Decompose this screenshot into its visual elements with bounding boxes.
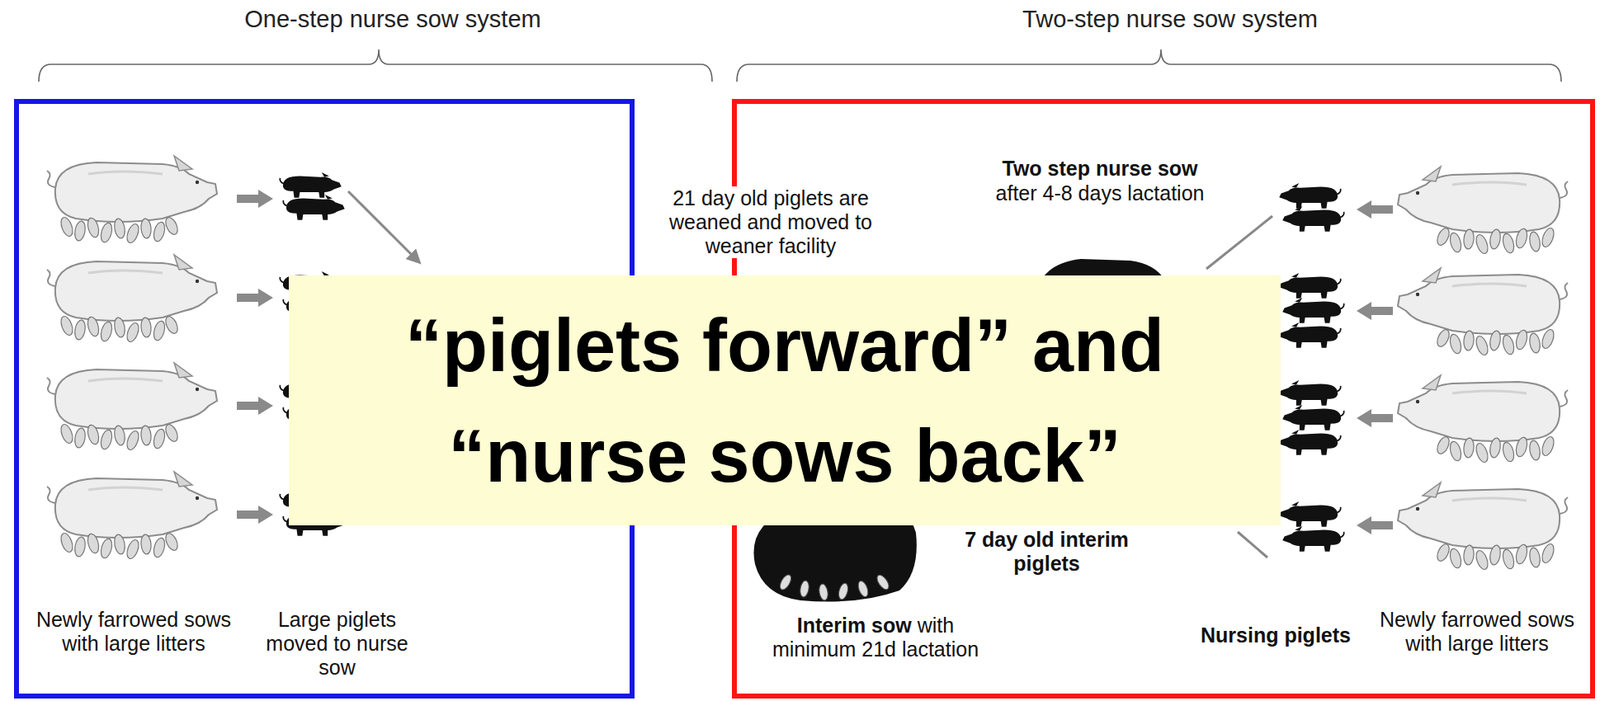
banner-text: “piglets forward” and “nurse sows back” bbox=[404, 290, 1166, 512]
interim-litter bbox=[778, 573, 892, 602]
sow-with-litter bbox=[47, 155, 218, 245]
gray-arrow bbox=[236, 288, 274, 307]
gray-arrow bbox=[236, 189, 274, 208]
piglet bbox=[1279, 273, 1341, 299]
caption-text: Interim sow bbox=[797, 613, 912, 638]
gray-arrow bbox=[236, 505, 274, 524]
gray-arrow bbox=[236, 396, 274, 416]
piglet bbox=[1279, 183, 1341, 209]
piglet bbox=[283, 194, 345, 221]
sow-with-litter bbox=[1397, 482, 1568, 572]
sow-with-litter bbox=[47, 254, 218, 344]
piglet bbox=[1282, 405, 1344, 431]
piglet bbox=[1282, 206, 1344, 232]
piglet bbox=[1279, 429, 1341, 456]
caption-text: Newly farrowed sows with large litters bbox=[1368, 608, 1586, 657]
bracket bbox=[736, 49, 1562, 82]
caption-text: Nursing piglets bbox=[1200, 623, 1351, 648]
piglet bbox=[1279, 322, 1341, 349]
banner-box: “piglets forward” and “nurse sows back” bbox=[288, 275, 1281, 526]
sow-with-litter bbox=[1397, 166, 1568, 255]
gray-arrow bbox=[1356, 302, 1393, 321]
caption-text: Large piglets moved to nurse sow bbox=[256, 608, 418, 680]
system-heading: One-step nurse sow system bbox=[244, 4, 541, 34]
piglet bbox=[1279, 501, 1341, 528]
caption-text: Two step nurse sow bbox=[1001, 156, 1198, 181]
system-heading: Two-step nurse sow system bbox=[1022, 4, 1318, 34]
caption-text: 21 day old piglets are weaned and moved … bbox=[666, 186, 875, 259]
piglet bbox=[1282, 526, 1344, 553]
caption-text: after 4-8 days lactation bbox=[995, 181, 1205, 206]
piglet bbox=[1282, 297, 1344, 324]
caption-group: Interim sowwith minimum 21d lactation bbox=[767, 613, 984, 662]
sow-with-litter bbox=[1397, 268, 1568, 357]
move-arrow bbox=[348, 191, 420, 263]
sow-with-litter bbox=[47, 471, 218, 561]
caption-text: Newly farrowed sows with large litters bbox=[25, 608, 242, 657]
gray-arrow bbox=[1356, 409, 1393, 428]
sow-with-litter bbox=[1397, 375, 1568, 464]
caption-text: 7 day old interim piglets bbox=[953, 528, 1140, 576]
gray-arrow bbox=[1356, 200, 1393, 219]
piglet bbox=[279, 172, 341, 199]
sow-with-litter bbox=[47, 363, 218, 452]
move-line bbox=[1237, 532, 1268, 558]
piglet bbox=[1279, 380, 1341, 406]
gray-arrow bbox=[1356, 516, 1393, 535]
bracket bbox=[38, 49, 713, 82]
move-line bbox=[1206, 216, 1273, 270]
